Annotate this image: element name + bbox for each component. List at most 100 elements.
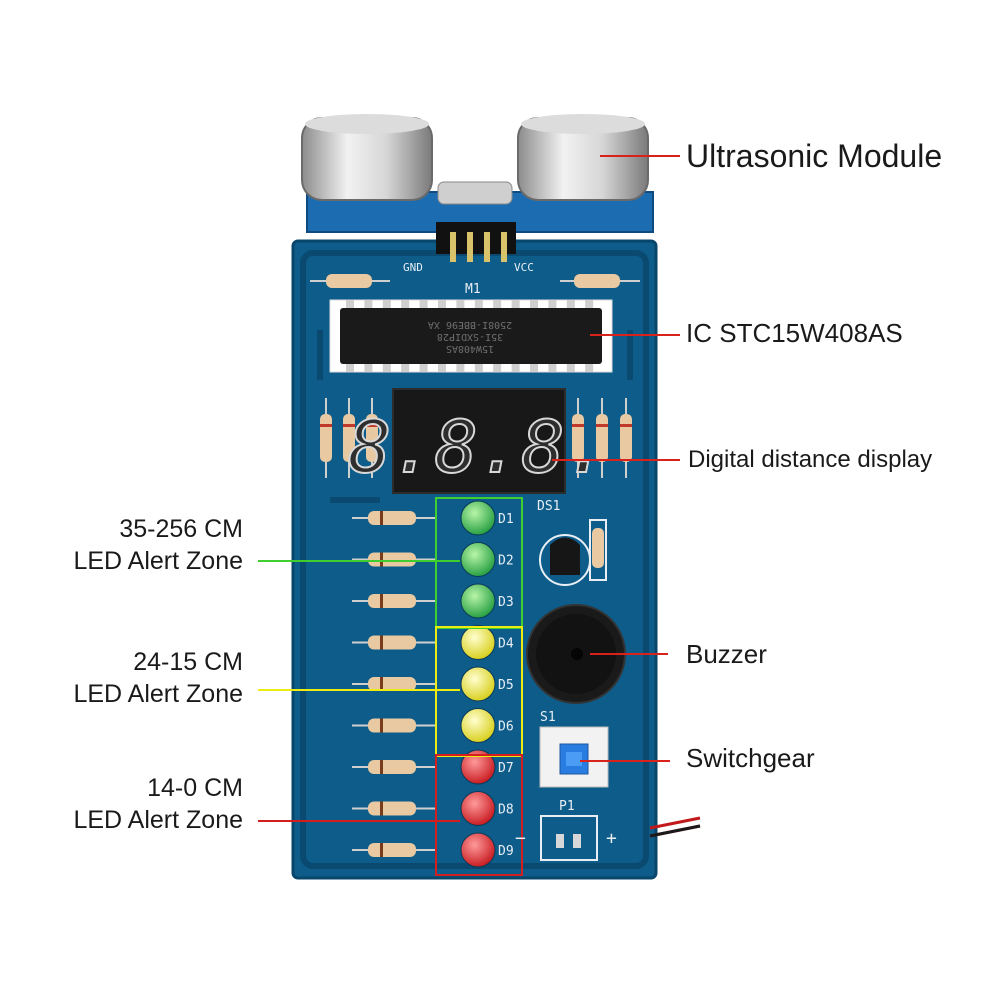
- callout-buzzer: Buzzer: [686, 639, 767, 669]
- zone-range-yellow: 24-15 CM: [133, 648, 243, 676]
- resistor-body: [368, 594, 416, 608]
- led-ref-label: D7: [498, 761, 514, 776]
- resistor-body: [368, 552, 416, 567]
- ic-pin: [511, 300, 520, 310]
- ic-pin: [419, 362, 428, 372]
- zone-range-red: 14-0 CM: [147, 774, 243, 802]
- ultrasonic-module: [301, 114, 654, 262]
- display-digits: 8.8.8.: [348, 405, 608, 489]
- resistor-band: [366, 424, 378, 427]
- callout-ic: IC STC15W408AS: [686, 318, 903, 348]
- resistor-band: [320, 424, 332, 427]
- zone-text-yellow: LED Alert Zone: [73, 680, 243, 708]
- seven-segment-display: 8.8.8.: [347, 388, 609, 494]
- resistor-body: [368, 843, 416, 857]
- zone-label-green: 35-256 CM LED Alert Zone: [73, 513, 243, 577]
- zone-box-red: [435, 754, 523, 876]
- ic-pin: [585, 362, 594, 372]
- callout-switchgear: Switchgear: [686, 743, 815, 773]
- led-d7: [460, 749, 496, 785]
- display-ref-ds1: DS1: [537, 499, 560, 514]
- header-pin-vcc: VCC: [514, 261, 534, 274]
- ic-pins-bottom: [346, 362, 594, 372]
- power-connector: [540, 815, 701, 861]
- buzzer: [526, 604, 626, 704]
- resistor-band: [572, 424, 584, 427]
- zone-text-red: LED Alert Zone: [73, 806, 243, 834]
- led-d2: [460, 542, 496, 577]
- ic-pin: [438, 362, 446, 372]
- header-pin-gnd: GND: [403, 261, 423, 274]
- resistor-band: [380, 718, 383, 733]
- zone-label-red: 14-0 CM LED Alert Zone: [73, 772, 243, 836]
- ic-pin: [585, 300, 594, 310]
- led-ref-label: D2: [498, 554, 514, 569]
- zone-label-yellow: 24-15 CM LED Alert Zone: [73, 646, 243, 710]
- resistor-band: [343, 424, 355, 427]
- resistor-body: [368, 635, 416, 650]
- power-plus-mark: +: [606, 828, 617, 849]
- ic-pin: [438, 300, 446, 310]
- led-d9: [460, 832, 496, 868]
- ic-pin: [401, 300, 410, 310]
- display-resistors: [320, 398, 632, 478]
- ic-pin: [474, 362, 483, 372]
- resistor-band: [380, 677, 383, 691]
- resistor-body: [368, 801, 416, 816]
- pcb-trace: [317, 330, 633, 503]
- ic-pin: [548, 362, 557, 372]
- ic-pin: [548, 300, 557, 310]
- resistor-band: [380, 635, 383, 650]
- resistor-body: [368, 511, 416, 525]
- led-ref-label: D4: [498, 637, 514, 652]
- ic-pin: [530, 300, 538, 310]
- resistor-band: [620, 424, 632, 427]
- ic-pin: [346, 362, 354, 372]
- power-ref-p1: P1: [559, 799, 575, 814]
- resistor-band: [380, 511, 383, 525]
- resistor-body: [620, 414, 632, 462]
- power-minus-mark: −: [515, 828, 526, 849]
- resistor-band: [380, 594, 383, 608]
- ic-pin: [511, 362, 520, 372]
- led-resistors: [352, 511, 436, 857]
- ic-pin: [493, 362, 502, 372]
- led-ref-label: D5: [498, 678, 514, 693]
- resistor-band: [380, 760, 383, 774]
- chip-marking-3: 2508I-BBE96 XA: [428, 319, 512, 330]
- led-d6: [460, 708, 496, 743]
- callout-lines: [258, 155, 680, 822]
- ic-pins-top: [346, 300, 594, 310]
- resistor-body: [368, 760, 416, 774]
- top-resistors: [310, 274, 640, 288]
- resistor-band: [596, 424, 608, 427]
- ic-pin: [566, 362, 575, 372]
- chip-marking-1: 15W408AS: [446, 343, 494, 354]
- ic-pin: [364, 362, 373, 372]
- ic-pin: [493, 300, 502, 310]
- resistor-body: [320, 414, 332, 462]
- ic-pin: [456, 362, 465, 372]
- ic-pin: [456, 300, 465, 310]
- ic-pin: [382, 362, 391, 372]
- ic-pin: [530, 362, 538, 372]
- chip-marking-2: 35I-SXDIP28: [437, 331, 503, 342]
- callout-digital-display: Digital distance display: [688, 446, 933, 473]
- led-d8: [460, 791, 496, 826]
- led-ref-label: D9: [498, 844, 514, 859]
- led-ref-label: D6: [498, 720, 514, 735]
- led-d1: [460, 500, 496, 536]
- transistor: [539, 519, 607, 586]
- resistor-band: [380, 801, 383, 816]
- push-switch: [539, 726, 609, 788]
- led-ref-label: D3: [498, 595, 514, 610]
- zone-text-green: LED Alert Zone: [73, 547, 243, 575]
- ic-pin: [346, 300, 354, 310]
- ic-pin: [401, 362, 410, 372]
- ic-pin: [474, 300, 483, 310]
- ic-pin: [566, 300, 575, 310]
- resistor-band: [380, 552, 383, 567]
